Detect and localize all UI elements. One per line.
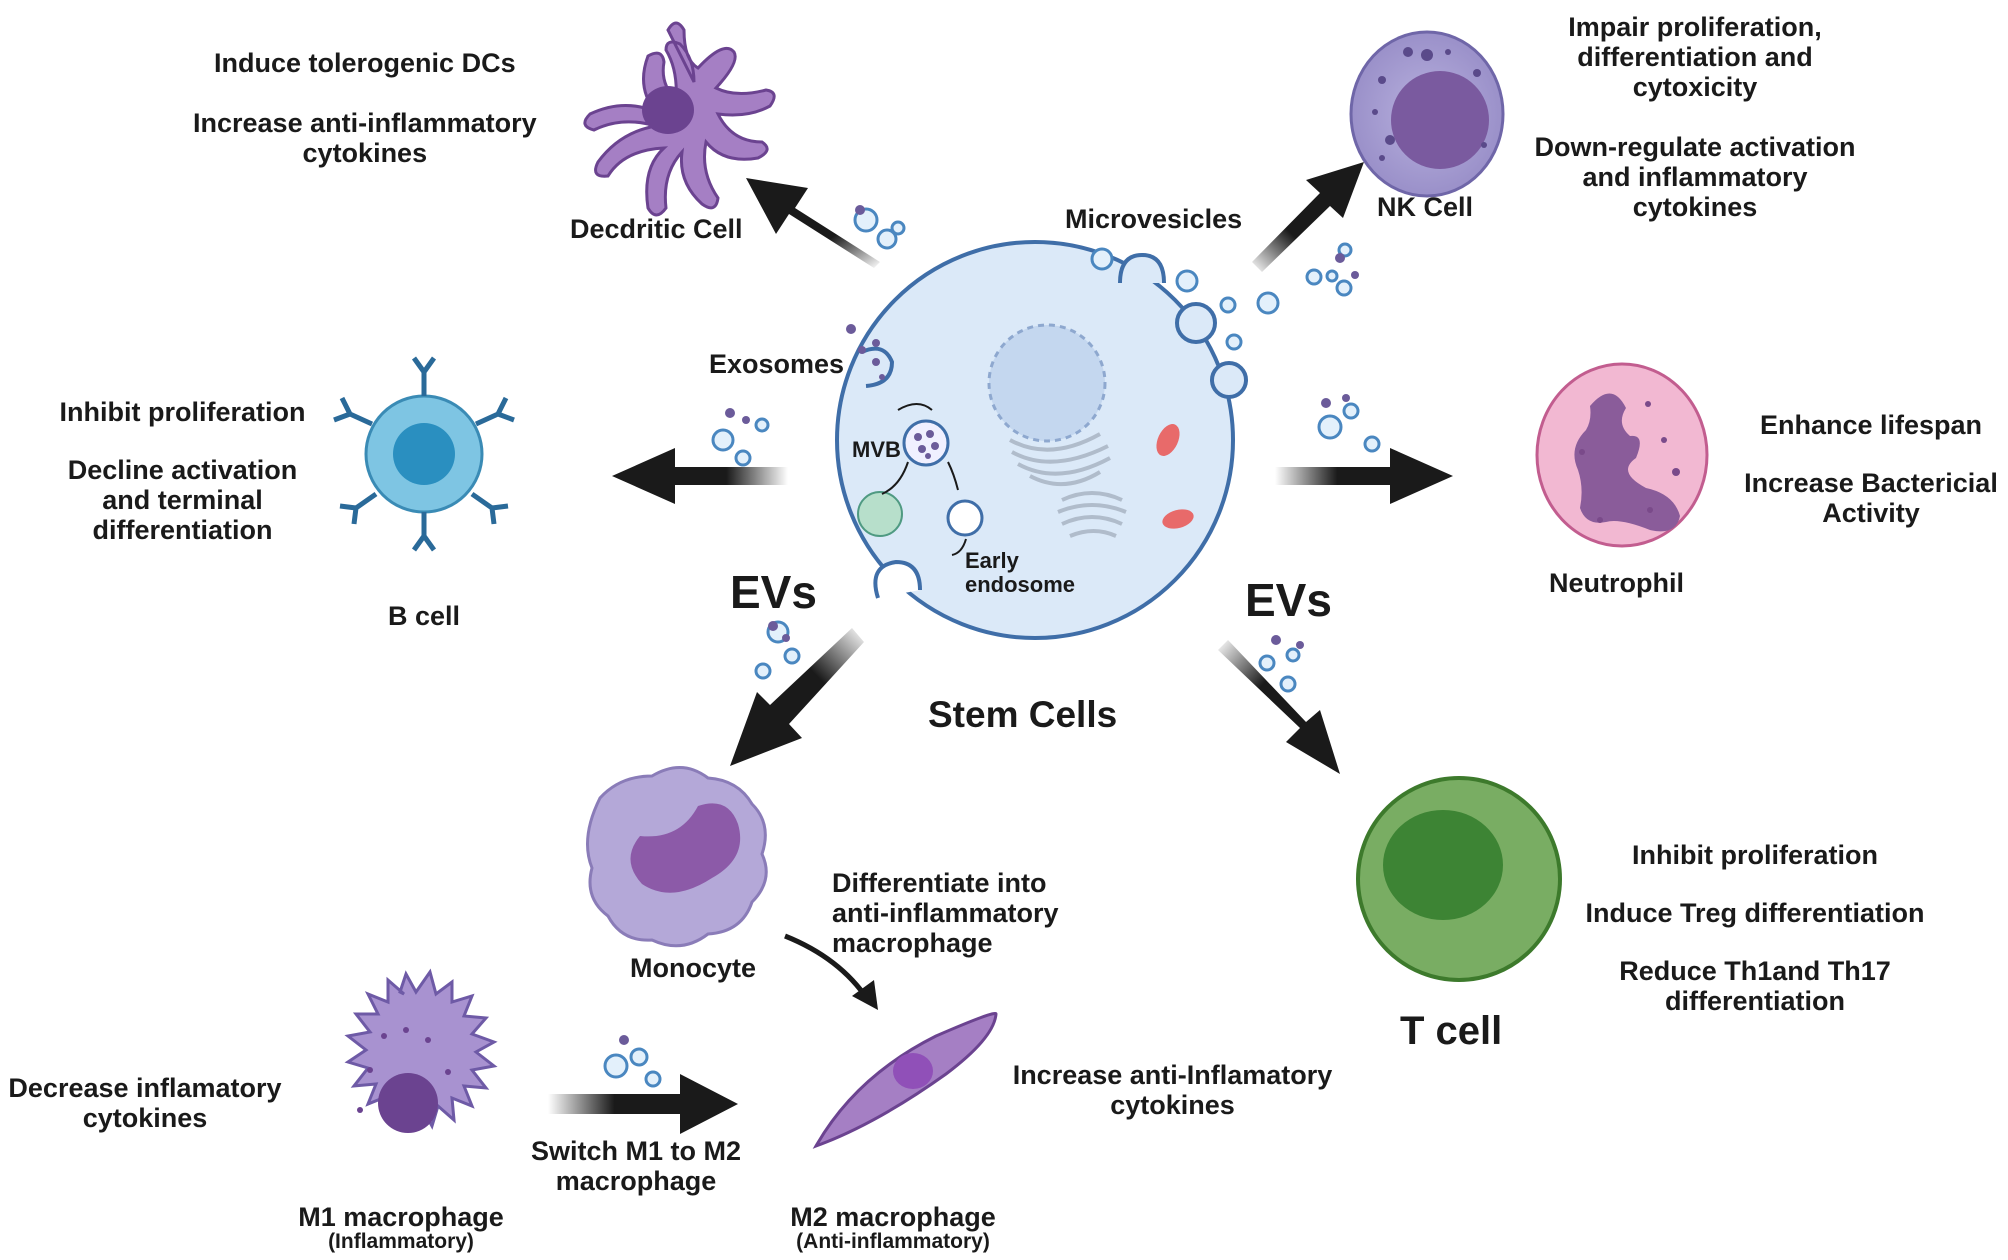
neutrophil [1535, 362, 1709, 548]
label-evs-left: EVs [730, 566, 817, 618]
early-endosome [946, 499, 984, 537]
nk-effects: Impair proliferation,differentiation and… [1534, 12, 1856, 222]
arrow-to-tcell [1218, 640, 1340, 774]
label-monocyte: Monocyte [630, 953, 757, 983]
nucleus [987, 323, 1107, 443]
nk-cell [1349, 30, 1505, 198]
arrow-to-nk [1252, 162, 1364, 272]
label-m2-macrophage: M2 macrophage(Anti-inflammatory) [790, 1202, 996, 1253]
dendritic-effects: Induce tolerogenic DCs Increase anti-inf… [193, 48, 537, 168]
label-nk-cell: NK Cell [1377, 192, 1474, 222]
t-cell [1356, 776, 1562, 982]
label-mvb: MVB [852, 437, 901, 462]
m1-macrophage [344, 968, 498, 1133]
tcell-effects: Inhibit proliferation Induce Treg differ… [1585, 840, 1925, 1016]
arrow-to-dendritic [746, 178, 880, 268]
arrow-monocyte-to-m2-head [852, 980, 878, 1010]
endocytosis-pit [873, 559, 922, 599]
label-m1-macrophage: M1 macrophage(Inflammatory) [298, 1202, 504, 1253]
bcell-effects: Inhibit proliferation Decline activation… [59, 397, 306, 545]
arrow-to-bcell [612, 448, 788, 504]
label-stem-cells: Stem Cells [928, 694, 1118, 735]
mitochondrion [1156, 424, 1180, 456]
golgi-apparatus [1057, 491, 1127, 538]
microvesicle-buds [1118, 252, 1248, 399]
mitochondrion [1162, 509, 1194, 529]
dendritic-cell [583, 21, 776, 217]
arrow-m1-to-m2 [548, 1074, 738, 1134]
label-b-cell: B cell [388, 601, 461, 631]
label-neutrophil: Neutrophil [1549, 568, 1684, 598]
label-t-cell: T cell [1400, 1009, 1503, 1053]
lysosome [857, 491, 903, 537]
b-cell [333, 356, 515, 552]
arrow-to-monocyte [730, 628, 864, 766]
m2-macrophage [812, 1011, 998, 1149]
mvb-body [902, 419, 950, 467]
stem-cell [835, 240, 1248, 640]
arrow-to-neutrophil [1275, 448, 1453, 504]
label-exosomes: Exosomes [709, 349, 845, 379]
monocyte [586, 766, 768, 948]
vesicle-cluster [603, 205, 1381, 1088]
label-evs-right: EVs [1245, 574, 1332, 626]
label-dendritic-cell: Decdritic Cell [570, 214, 743, 244]
label-microvesicles: Microvesicles [1065, 204, 1243, 234]
endoplasmic-reticulum [1009, 432, 1111, 487]
